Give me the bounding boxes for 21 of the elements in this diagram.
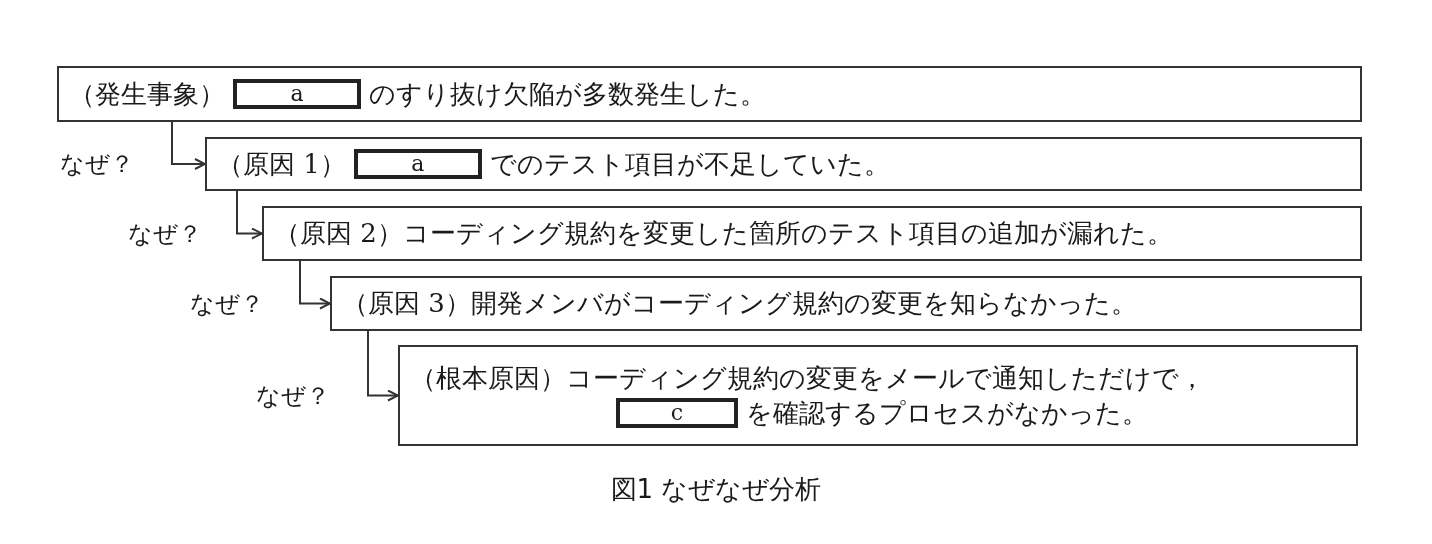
box-text: を確認するプロセスがなかった。 <box>746 396 1148 430</box>
box-text: （根本原因）コーディング規約の変更をメールで通知しただけで， <box>410 361 1205 395</box>
answer-blank: a <box>353 149 482 179</box>
answer-blank: a <box>233 79 361 109</box>
box-text: （原因 2）コーディング規約を変更した箇所のテスト項目の追加が漏れた。 <box>274 217 1173 250</box>
box-text: のすり抜け欠陥が多数発生した。 <box>369 77 766 111</box>
box-text: （発生事象） <box>69 77 225 111</box>
figure-caption: 図1 なぜなぜ分析 <box>610 473 822 506</box>
arrow <box>171 121 206 170</box>
text-box <box>205 137 1362 191</box>
box-text: （原因 1） <box>217 147 346 181</box>
text-box <box>330 276 1362 331</box>
arrow <box>236 190 263 240</box>
text-box <box>57 66 1362 122</box>
arrow <box>299 260 331 310</box>
text-box <box>398 345 1358 446</box>
arrow <box>367 330 399 402</box>
box-text: でのテスト項目が不足していた。 <box>489 147 890 181</box>
answer-blank: c <box>616 398 738 428</box>
box-text: （原因 3）開発メンバがコーディング規約の変更を知らなかった。 <box>342 287 1137 320</box>
text-box <box>262 206 1362 261</box>
